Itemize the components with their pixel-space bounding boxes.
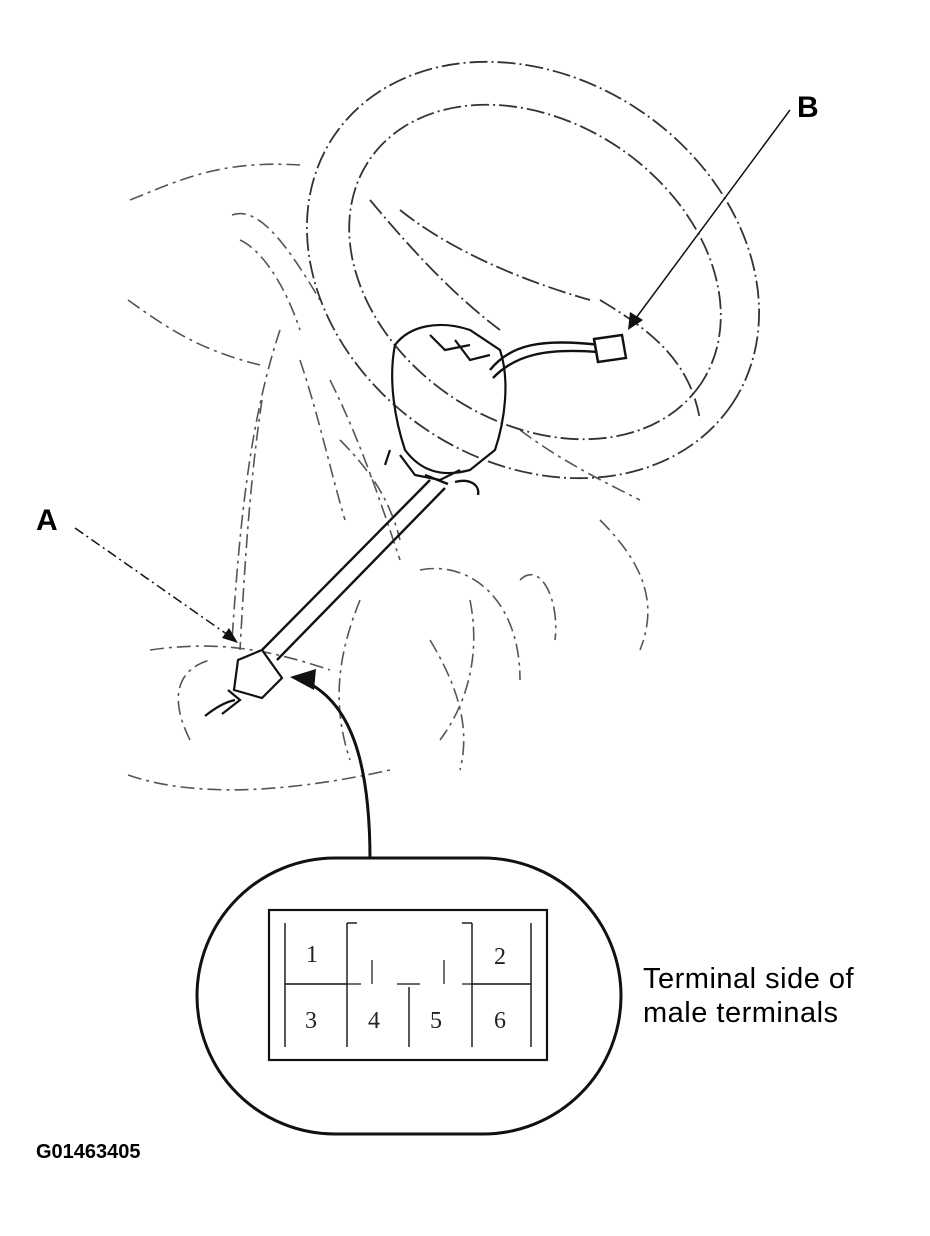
connector-face (267, 908, 549, 1062)
view-arrow (290, 669, 372, 861)
pin-6: 6 (494, 1008, 506, 1034)
terminal-caption-line2: male terminals (643, 997, 839, 1029)
callout-b-label: B (797, 91, 819, 124)
terminal-caption-line1: Terminal side of (643, 963, 855, 995)
harness-b (489, 341, 601, 379)
callout-a-label: A (36, 504, 58, 537)
column-harness (261, 473, 480, 661)
connector-a (204, 648, 284, 717)
pin-2: 2 (494, 944, 506, 970)
pin-1: 1 (306, 942, 318, 968)
pin-labels: 1 2 3 4 5 6 (305, 942, 506, 1034)
leader-line-a (74, 527, 238, 643)
terminal-caption: Terminal side of male terminals (643, 962, 854, 1030)
pin-3: 3 (305, 1008, 317, 1034)
figure-id: G01463405 (36, 1141, 141, 1163)
clock-spring-body (383, 323, 507, 482)
connector-b (592, 333, 628, 364)
steering-wheel (306, 60, 760, 480)
leader-line-b (628, 109, 791, 330)
dashboard-outline (127, 163, 649, 791)
pin-4: 4 (368, 1008, 380, 1034)
pin-5: 5 (430, 1008, 442, 1034)
